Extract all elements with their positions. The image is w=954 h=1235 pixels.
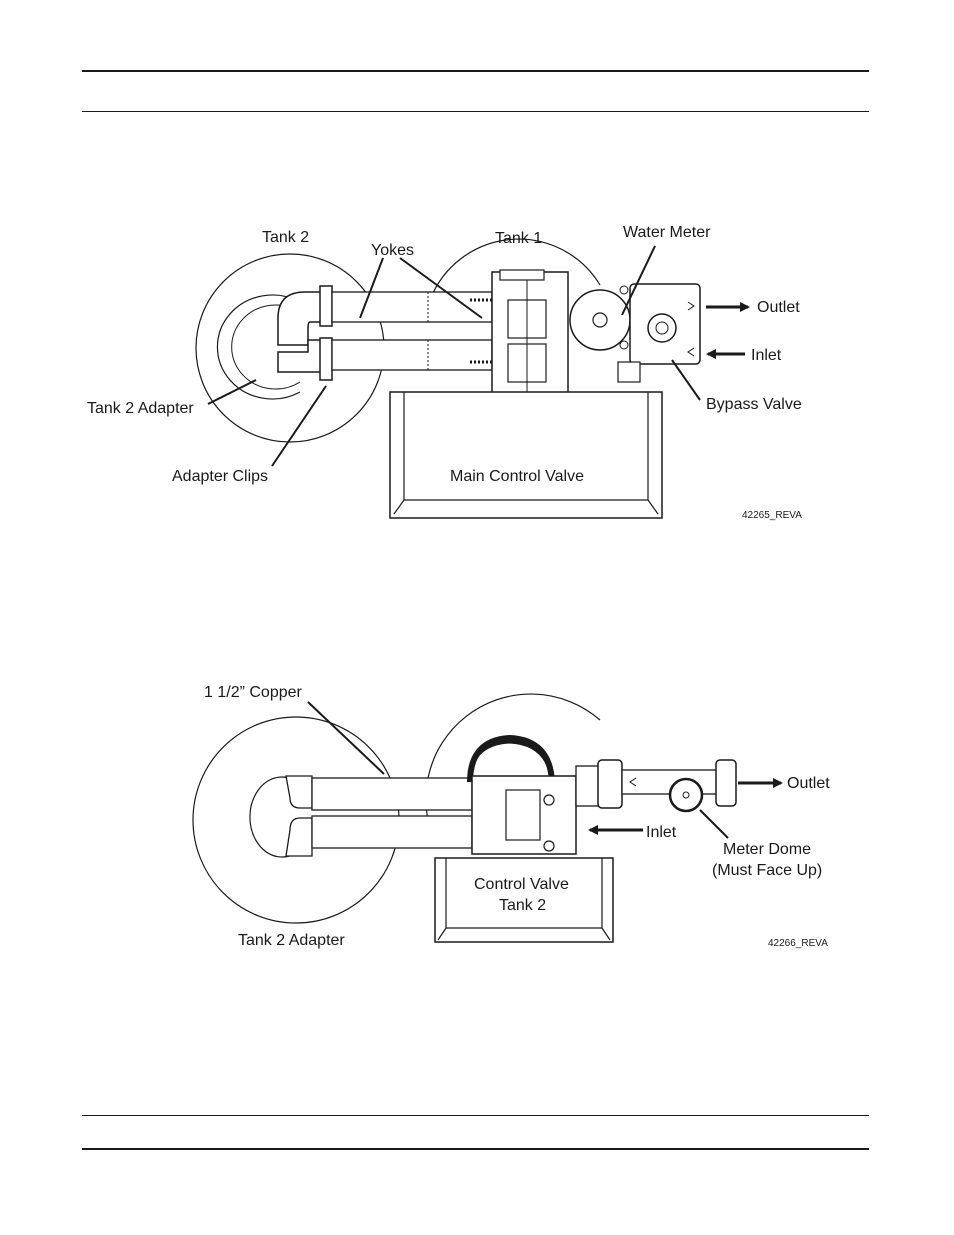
label-tank1: Tank 1 <box>495 230 542 247</box>
figure-2-copper-assembly: 1 1/2” Copper Outlet Inlet Meter Dome (M… <box>193 684 830 949</box>
adapter-clip-lower <box>320 338 332 380</box>
label-control-valve: Control Valve <box>474 876 569 893</box>
yoke-lower <box>332 340 492 370</box>
figure-code-1: 42265_REVA <box>742 510 802 521</box>
adapter-clip-upper <box>320 286 332 326</box>
main-control-valve-box <box>390 392 662 518</box>
label-tank2: Tank 2 <box>262 229 309 246</box>
upper-elbow <box>278 292 325 345</box>
copper-pipe-lower <box>312 816 472 848</box>
figure-code-2: 42266_REVA <box>768 938 828 949</box>
label-tank2-adapter-2: Tank 2 Adapter <box>238 932 345 949</box>
label-outlet-1: Outlet <box>757 299 800 316</box>
figure-1-bypass-assembly: Tank 2 Yokes Tank 1 Water Meter Outlet I… <box>87 224 802 521</box>
label-tank2-adapter-1: Tank 2 Adapter <box>87 400 194 417</box>
label-copper: 1 1/2” Copper <box>204 684 303 701</box>
label-water-meter: Water Meter <box>623 224 711 241</box>
label-outlet-2: Outlet <box>787 775 830 792</box>
label-control-valve-tank2: Tank 2 <box>499 897 546 914</box>
label-bypass-valve: Bypass Valve <box>706 396 802 413</box>
label-inlet-1: Inlet <box>751 347 782 364</box>
label-adapter-clips: Adapter Clips <box>172 468 268 485</box>
label-main-control-valve: Main Control Valve <box>450 468 584 485</box>
label-meter-dome: Meter Dome <box>723 841 811 858</box>
copper-pipe-upper <box>312 778 472 810</box>
label-yokes: Yokes <box>371 242 414 259</box>
label-inlet-2: Inlet <box>646 824 677 841</box>
label-must-face-up: (Must Face Up) <box>712 862 822 879</box>
